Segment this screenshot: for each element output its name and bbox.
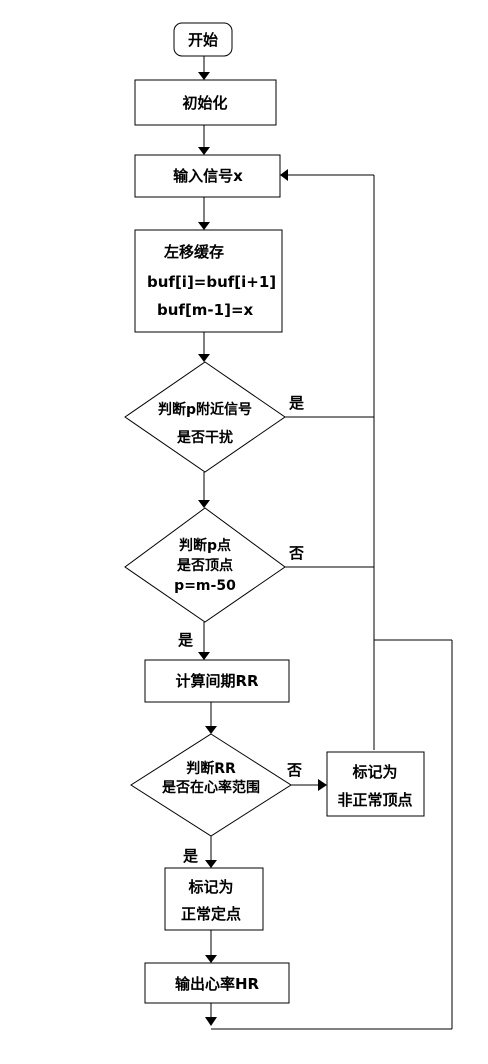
shift-line2: buf[i]=buf[i+1] <box>147 273 276 291</box>
input-box <box>134 154 281 198</box>
mark-normal-node: 标记为 正常定点 <box>164 867 264 931</box>
init-label: 初始化 <box>182 94 227 112</box>
input-node: 输入信号x <box>134 154 281 198</box>
edge-label-peak-yes: 是 <box>177 631 194 649</box>
mark-abnormal-line1: 标记为 <box>351 763 397 781</box>
shift-line1: 左移缓存 <box>163 243 224 261</box>
edge-label-rr-yes: 是 <box>182 847 199 865</box>
judge-interference-diamond <box>124 361 286 473</box>
arrowhead <box>280 169 288 181</box>
mark-abnormal-node: 标记为 非正常顶点 <box>326 751 425 817</box>
calc-rr-box <box>144 659 290 703</box>
arrowhead <box>198 354 210 362</box>
judge-rr-diamond <box>130 733 292 837</box>
judge-peak-line2: 是否顶点 <box>177 557 233 574</box>
mark-normal-line1: 标记为 <box>187 878 233 896</box>
init-node: 初始化 <box>134 79 277 126</box>
judge-rr-line1: 判断RR <box>186 760 236 777</box>
arrowheads <box>198 72 327 1026</box>
arrowhead <box>198 72 210 80</box>
init-box <box>134 79 277 126</box>
shift-line3: buf[m-1]=x <box>157 301 254 319</box>
judge-peak-diamond <box>124 507 286 623</box>
edge-label-rr-no: 否 <box>286 761 302 779</box>
arrowhead <box>205 1017 217 1026</box>
arrowhead <box>205 955 217 963</box>
judge-rr-node: 判断RR 是否在心率范围 <box>130 733 292 837</box>
judge-peak-line1: 判断p点 <box>179 537 231 554</box>
start-label: 开始 <box>188 31 218 49</box>
edge-label-peak-no: 否 <box>288 544 304 562</box>
calc-rr-label: 计算间期RR <box>175 672 259 690</box>
judge-peak-line3: p=m-50 <box>174 578 236 594</box>
judge-rr-line2: 是否在心率范围 <box>162 779 260 796</box>
output-hr-box <box>144 962 290 1004</box>
judge-peak-node: 判断p点 是否顶点 p=m-50 <box>124 507 286 623</box>
calc-rr-node: 计算间期RR <box>144 659 290 703</box>
arrowhead <box>205 860 217 868</box>
input-label: 输入信号x <box>173 167 243 185</box>
connectors <box>203 56 453 1030</box>
judge-interference-line2: 是否干扰 <box>177 429 233 446</box>
arrowhead <box>318 779 327 791</box>
mark-normal-box <box>164 867 264 931</box>
arrowhead <box>198 500 210 508</box>
judge-interference-line1: 判断p附近信号 <box>158 401 252 418</box>
mark-normal-line2: 正常定点 <box>181 905 241 923</box>
shift-node: 左移缓存 buf[i]=buf[i+1] buf[m-1]=x <box>134 229 283 333</box>
shift-box <box>134 229 283 333</box>
mark-abnormal-line2: 非正常顶点 <box>337 791 412 809</box>
edge-label-interference-yes: 是 <box>288 394 305 412</box>
arrowhead <box>205 726 217 734</box>
arrowhead <box>198 147 210 155</box>
judge-interference-node: 判断p附近信号 是否干扰 <box>124 361 286 473</box>
arrowhead <box>198 222 210 230</box>
start-terminal <box>173 22 233 57</box>
mark-abnormal-box <box>326 751 425 817</box>
start-node: 开始 <box>173 22 233 57</box>
arrowhead <box>198 652 210 660</box>
output-hr-label: 输出心率HR <box>175 975 260 993</box>
output-hr-node: 输出心率HR <box>144 962 290 1004</box>
